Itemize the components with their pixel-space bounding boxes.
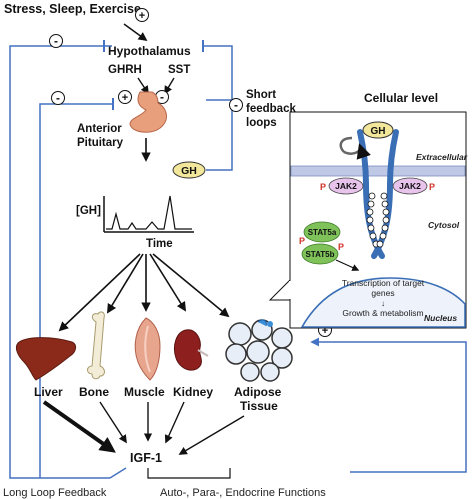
cytosol-label: Cytosol (428, 220, 460, 230)
stat5b: STAT5b (301, 243, 339, 265)
kidney-label: Kidney (173, 385, 213, 399)
svg-text:+: + (322, 325, 328, 337)
short-feedback-loop (203, 45, 233, 171)
down-arrow-glyph: ↓ (381, 299, 385, 308)
long-loop-outer (9, 45, 112, 465)
ghrh-arrow (137, 77, 149, 95)
svg-text:+: + (122, 92, 128, 104)
svg-text:JAK2: JAK2 (399, 181, 421, 191)
bone-icon (87, 311, 105, 380)
svg-text:-: - (54, 34, 58, 48)
transcription-label-2: genes (371, 288, 394, 298)
svg-text:GH: GH (181, 165, 197, 177)
nucleus-shape (300, 277, 466, 328)
sst-arrow (164, 77, 175, 95)
ghrh-label: GHRH (108, 64, 142, 76)
kidney-to-igf1-arrow (164, 401, 185, 444)
tissue-arrows (58, 253, 230, 332)
cellular-feedback-line (310, 337, 467, 473)
nucleus-label: Nucleus (424, 313, 457, 323)
stimuli-arrow (123, 23, 148, 42)
minus-sign-long-outer: - (49, 34, 63, 48)
bone-label: Bone (79, 385, 109, 399)
adipose-label-2: Tissue (240, 399, 278, 413)
gh-concentration-label: [GH] (76, 205, 101, 217)
cell-panel (268, 111, 467, 329)
igf1-label: IGF-1 (130, 451, 162, 465)
phospho-jak-right: P (429, 182, 435, 192)
cellular-level-title: Cellular level (364, 91, 438, 105)
sst-label: SST (168, 64, 190, 76)
extracellular-label: Extracellular (416, 152, 468, 162)
svg-text:GH: GH (371, 126, 386, 137)
jak2-right: JAK2 (392, 177, 428, 195)
muscle-icon (134, 317, 161, 381)
muscle-icon-highlight (144, 325, 151, 373)
adipose-label-1: Adipose (234, 385, 282, 399)
svg-text:STAT5b: STAT5b (305, 250, 334, 259)
phospho-jak-left: P (320, 182, 326, 192)
liver-label: Liver (34, 385, 63, 399)
gh-pulse-trace (106, 195, 192, 230)
anterior-label: Anterior (77, 123, 122, 135)
rotation-arrow-icon (339, 138, 361, 154)
phospho-stat-right: P (338, 242, 344, 252)
short-feedback-label-2: feedback (246, 103, 296, 115)
receptor-beads (366, 192, 390, 248)
pituitary-label: Pituitary (77, 137, 124, 149)
phospho-stat-left: P (299, 236, 305, 246)
growth-metabolism-label: Growth & metabolism (342, 308, 423, 318)
kidney-icon (173, 329, 209, 371)
cell-gh-ligand: GH (362, 121, 394, 139)
adipose-to-igf1-arrow (178, 415, 245, 455)
long-loop-bottom (9, 465, 110, 479)
stat-to-nucleus-arrow (335, 259, 360, 271)
svg-text:-: - (234, 98, 238, 112)
plus-sign-ghrh: + (118, 90, 132, 104)
liver-to-igf1-arrow (42, 400, 116, 453)
svg-text:-: - (160, 90, 164, 104)
minus-sign-short: - (229, 98, 243, 112)
long-loop-feedback-label: Long Loop Feedback (3, 487, 107, 499)
pituitary-gland (129, 91, 167, 133)
svg-text:+: + (139, 10, 145, 22)
short-feedback-label-3: loops (246, 117, 277, 129)
svg-text:JAK2: JAK2 (335, 181, 357, 191)
transcription-label-1: Transcription of target (342, 278, 425, 288)
auto-para-endocrine-label: Auto-, Para-, Endocrine Functions (160, 487, 326, 499)
stat5a: STAT5a (303, 221, 341, 243)
time-label: Time (146, 238, 173, 250)
liver-icon (15, 337, 77, 381)
minus-sign-long-inner: - (51, 91, 65, 105)
plus-sign-stimuli: + (135, 8, 149, 22)
short-feedback-label-1: Short (246, 89, 276, 101)
igf1-to-long-loop (109, 467, 127, 479)
jak2-left: JAK2 (328, 177, 364, 195)
hypothalamus-label: Hypothalamus (108, 44, 191, 58)
stress-sleep-exercise-label: Stress, Sleep, Exercise (4, 2, 141, 16)
bone-to-igf1-arrow (99, 401, 127, 444)
long-loop-inner (39, 103, 112, 465)
svg-text:STAT5a: STAT5a (308, 228, 337, 237)
svg-text:-: - (56, 91, 60, 105)
igf1-autocrine-line (147, 468, 231, 479)
adipose-tissue-icon (225, 319, 293, 382)
muscle-label: Muscle (124, 385, 165, 399)
gh-badge: GH (172, 161, 206, 179)
